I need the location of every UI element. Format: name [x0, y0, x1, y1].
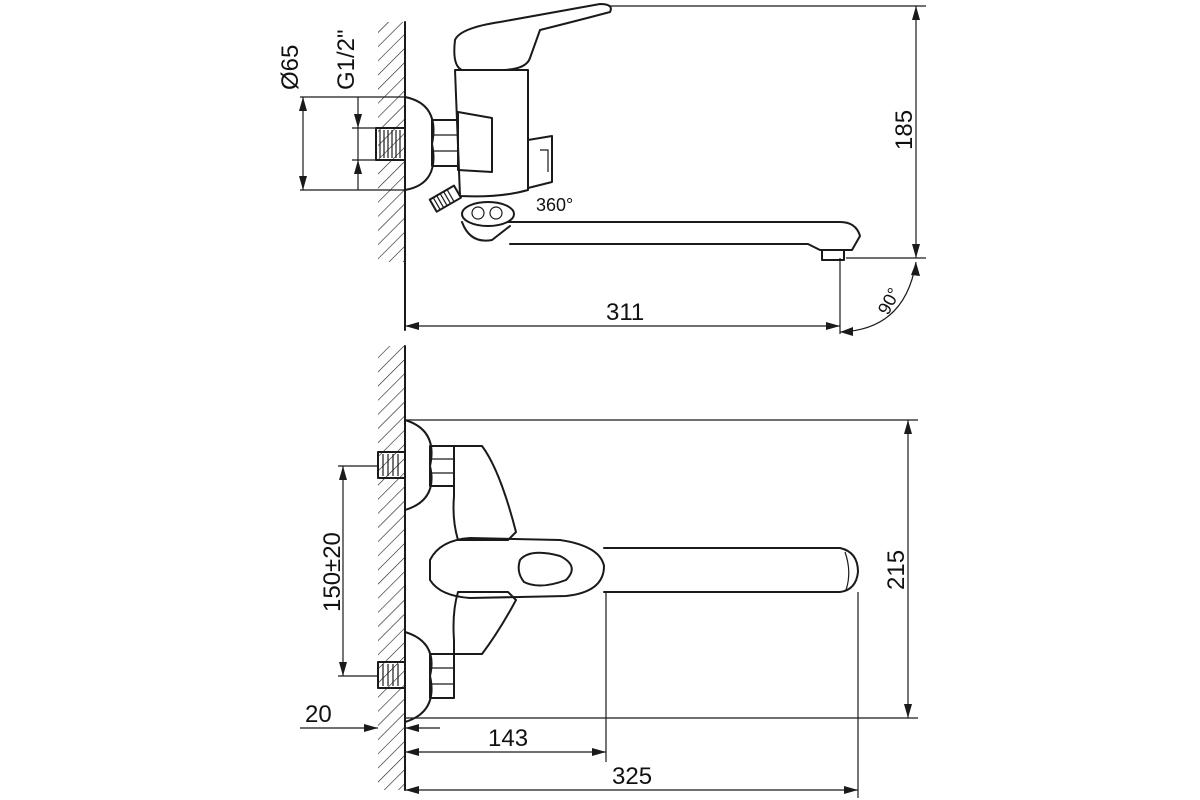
- mixer-body-lower: [452, 591, 517, 655]
- spout-top: [507, 221, 861, 251]
- dim-label-total-325: 325: [612, 763, 652, 790]
- dim-label-handle-143: 143: [488, 725, 528, 752]
- lever-grip-hole: [517, 551, 573, 587]
- diverter-top: [527, 135, 553, 189]
- mixer-body-top: [457, 111, 493, 173]
- dim-label-reach-311: 311: [606, 299, 644, 326]
- dim-label-rotation: 360°: [536, 195, 573, 215]
- dim-label-offset-20: 20: [305, 701, 332, 728]
- eccentric-upper: [377, 419, 455, 511]
- dim-label-thread: G1/2": [333, 29, 360, 90]
- lever-handle-plan: [429, 537, 605, 599]
- aerator-top: [821, 249, 845, 261]
- dim-label-height-215: 215: [883, 550, 910, 590]
- dim-label-height-185: 185: [891, 110, 918, 150]
- cartridge-housing: [454, 69, 529, 198]
- hose-connector: [428, 184, 462, 213]
- angle-arc: [839, 261, 917, 333]
- plan-view: 150±20 215 20 143 325: [300, 345, 918, 798]
- mixer-body-upper: [452, 445, 517, 541]
- dim-label-diameter: Ø65: [277, 45, 304, 90]
- spout-plan: [603, 547, 859, 593]
- wall-hatch-bottom: [378, 346, 405, 790]
- dim-label-span-150: 150±20: [319, 532, 346, 612]
- swivel-ring: [461, 201, 515, 227]
- side-elevation-view: Ø65 G1/2" 360° 185 311 90°: [277, 3, 926, 336]
- pipe-thread-top: [375, 127, 406, 161]
- lever-handle-top: [453, 3, 612, 71]
- eccentric-lower: [377, 631, 455, 723]
- hex-nut-top: [431, 119, 459, 167]
- escutcheon-top: [404, 96, 435, 191]
- dim-label-angle: 90°: [874, 284, 904, 317]
